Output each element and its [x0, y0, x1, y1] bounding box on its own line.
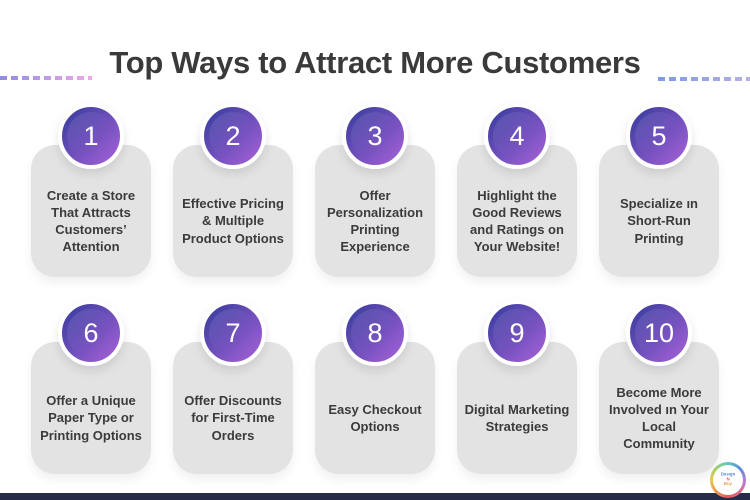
tip-card: 9 Digital Marketing Strategies [457, 300, 577, 474]
right-dashed-divider [658, 77, 750, 81]
card-label: Offer Personalization Printing Experienc… [326, 187, 424, 255]
left-dashed-divider [0, 76, 92, 80]
tip-card: 4 Highlight the Good Reviews and Ratings… [457, 103, 577, 277]
card-body: Effective Pricing & Multiple Product Opt… [173, 145, 293, 277]
card-number: 2 [225, 120, 241, 151]
card-label: Create a Store That Attracts Customers’ … [46, 187, 136, 255]
card-number: 7 [225, 317, 241, 348]
brand-logo-line1: Design [720, 472, 736, 478]
tip-card: 6 Offer a Unique Paper Type or Printing … [31, 300, 151, 474]
card-label: Effective Pricing & Multiple Product Opt… [182, 196, 284, 246]
number-badge-circle: 8 [342, 300, 408, 366]
brand-logo-text: Design N Buy [721, 473, 735, 487]
tip-card: 7 Offer Discounts for First-Time Orders [173, 300, 293, 474]
tip-card: 1 Create a Store That Attracts Customers… [31, 103, 151, 277]
card-number: 8 [367, 317, 383, 348]
number-badge-circle: 4 [484, 103, 550, 169]
cards-grid: 1 Create a Store That Attracts Customers… [31, 103, 719, 474]
number-badge-circle: 10 [626, 300, 692, 366]
tip-card: 5 Specialize ın Short-Run Printing [599, 103, 719, 277]
brand-logo-line3: Buy [723, 482, 733, 487]
card-label: Highlight the Good Reviews and Ratings o… [470, 187, 564, 255]
card-label: Become More Involved ın Your Local Commu… [609, 384, 709, 452]
card-number: 9 [509, 317, 525, 348]
brand-logo-line2: N [726, 477, 730, 482]
card-label: Specialize ın Short-Run Printing [619, 196, 699, 246]
number-badge-circle: 6 [58, 300, 124, 366]
number-badge-circle: 5 [626, 103, 692, 169]
number-badge-circle: 2 [200, 103, 266, 169]
card-number: 10 [643, 317, 675, 348]
number-badge-circle: 3 [342, 103, 408, 169]
card-number: 3 [367, 120, 383, 151]
tip-card: 8 Easy Checkout Options [315, 300, 435, 474]
bottom-accent-bar [0, 493, 750, 500]
card-label: Digital Marketing Strategies [464, 401, 570, 434]
card-label: Offer a Unique Paper Type or Printing Op… [40, 393, 142, 443]
number-badge-circle: 1 [58, 103, 124, 169]
brand-logo-badge: Design N Buy [710, 462, 746, 498]
tip-card: 3 Offer Personalization Printing Experie… [315, 103, 435, 277]
card-body: Easy Checkout Options [315, 342, 435, 474]
card-number: 6 [83, 317, 99, 348]
card-number: 5 [651, 120, 667, 151]
tip-card: 10 Become More Involved ın Your Local Co… [599, 300, 719, 474]
tip-card: 2 Effective Pricing & Multiple Product O… [173, 103, 293, 277]
card-label: Easy Checkout Options [328, 401, 422, 434]
page-title: Top Ways to Attract More Customers [109, 44, 641, 80]
number-badge-circle: 9 [484, 300, 550, 366]
card-number: 1 [83, 120, 99, 151]
number-badge-circle: 7 [200, 300, 266, 366]
card-number: 4 [509, 120, 525, 151]
card-label: Offer Discounts for First-Time Orders [184, 393, 282, 443]
